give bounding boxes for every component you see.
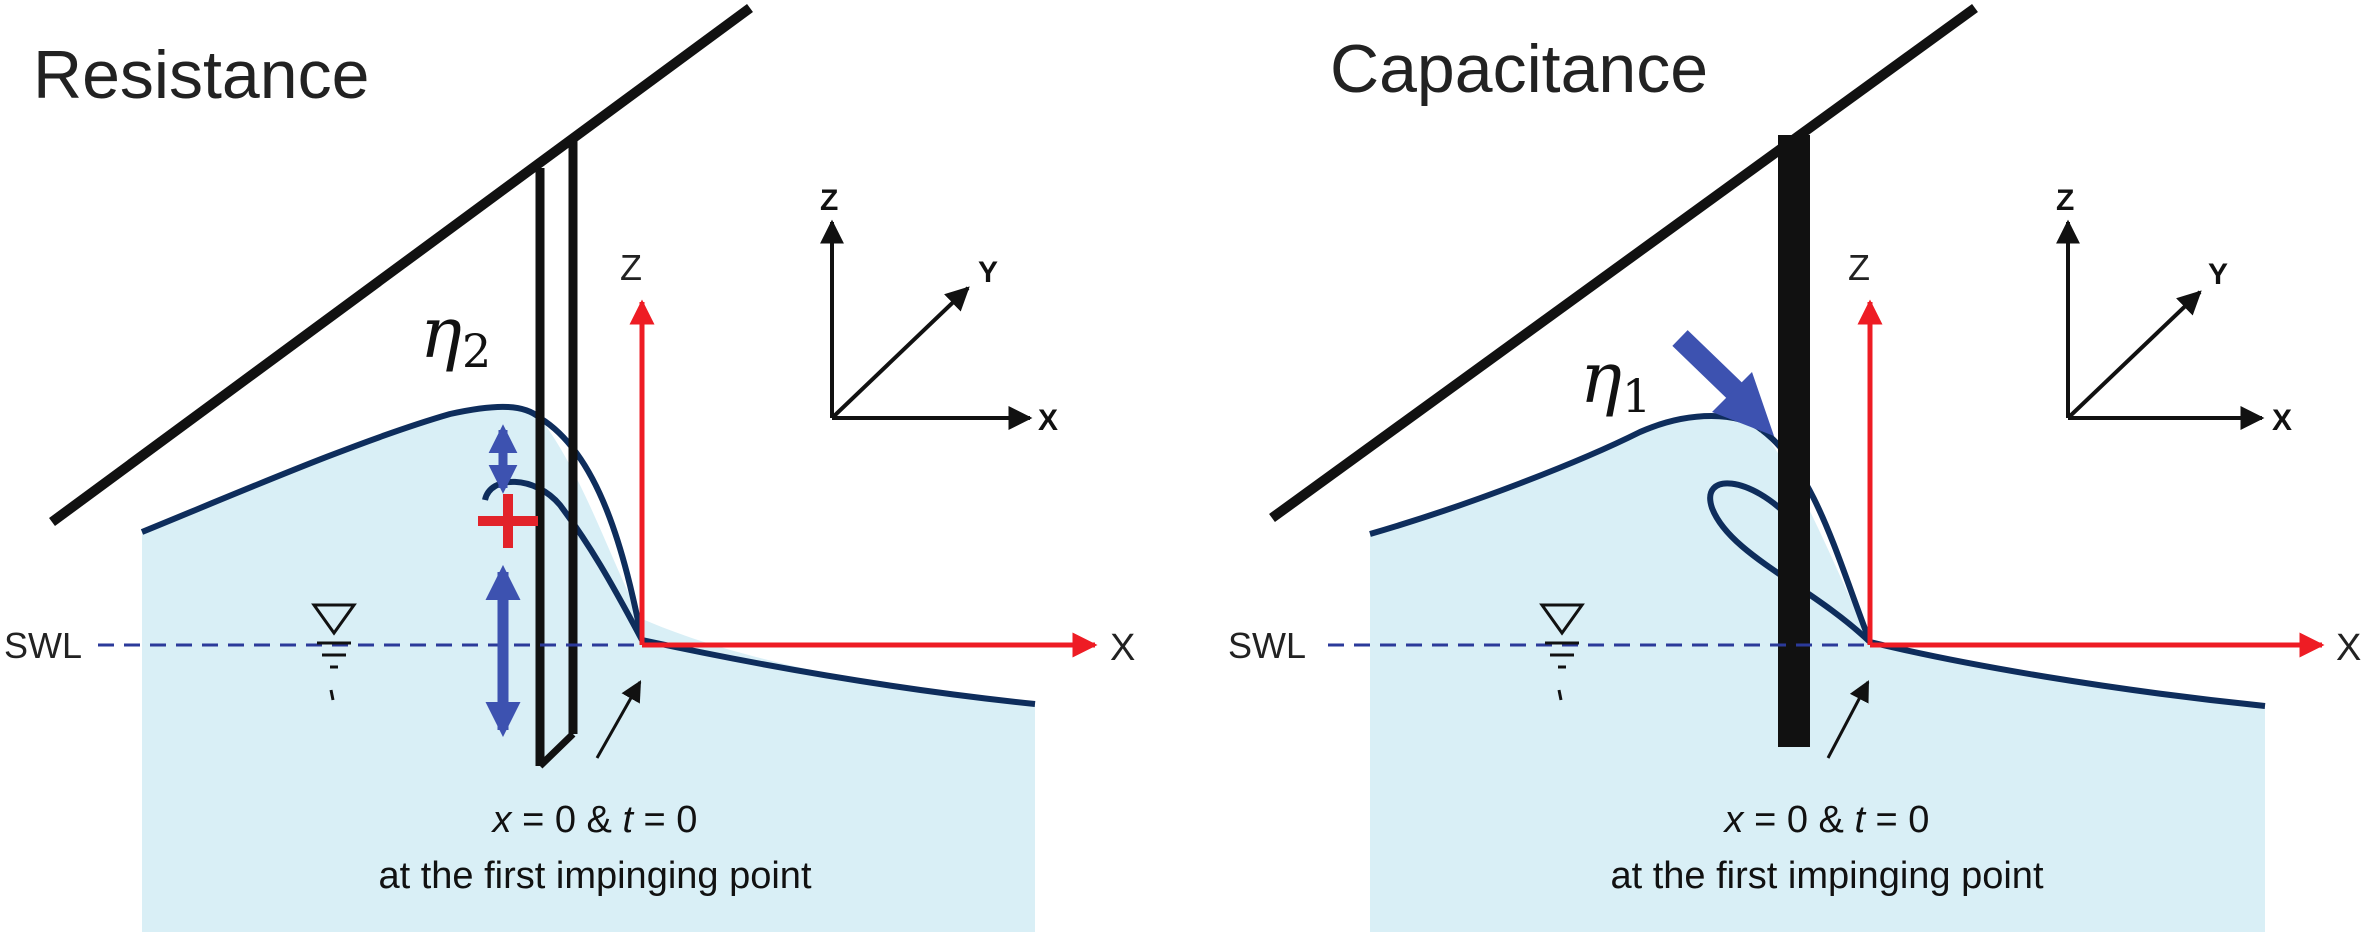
panel-title: Capacitance (1330, 31, 1708, 107)
inset-axes (820, 219, 1033, 430)
eta-label: η2 (420, 292, 491, 378)
x-axis-label: X (2336, 627, 2361, 669)
capacitance-gauge (1778, 135, 1810, 747)
inset-y-label: Y (978, 256, 998, 289)
origin-note-caption: at the first impinging point (378, 855, 811, 897)
swl-label: SWL (4, 625, 82, 666)
water-body (1370, 416, 2265, 932)
panel-title: Resistance (33, 37, 369, 113)
inset-z-label: Z (820, 184, 838, 217)
z-axis-label: Z (1848, 247, 1870, 288)
inset-y-axis-arrow (830, 286, 970, 420)
water-level-symbol (311, 603, 357, 701)
deck-slope (1269, 3, 1978, 523)
eta-label: η1 (1580, 337, 1651, 423)
panel-resistance: Resistance SWL Z X (4, 3, 1135, 932)
impinging-point-pointer (1826, 680, 1870, 759)
wave-crest-outer (538, 415, 645, 641)
water-body (142, 406, 1035, 932)
inset-x-label: X (2272, 404, 2292, 437)
swl-label: SWL (1228, 625, 1306, 666)
deck-slope (49, 3, 753, 527)
resistance-gauge (535, 140, 578, 769)
water-level-symbol (1539, 603, 1585, 701)
inset-z-label: Z (2056, 184, 2074, 217)
origin-note-formula: x = 0 & t = 0 (491, 799, 698, 841)
impinging-point-pointer (595, 680, 642, 759)
plus-icon (478, 494, 538, 548)
wave-tail (641, 637, 1036, 707)
x-axis-label: X (1110, 627, 1135, 669)
inset-axes (2056, 219, 2265, 430)
inset-y-axis-arrow (2066, 290, 2202, 420)
inset-y-label: Y (2208, 258, 2228, 291)
z-axis-label: Z (620, 247, 642, 288)
wave-tail (1869, 639, 2266, 709)
origin-note-caption: at the first impinging point (1610, 855, 2043, 897)
impact-arrow (1672, 330, 1774, 436)
origin-note-formula: x = 0 & t = 0 (1723, 799, 1930, 841)
wave-crest-inner (1707, 480, 1873, 645)
panel-capacitance: Capacitance SWL Z X (1228, 3, 2361, 932)
wave-surface (140, 403, 542, 535)
inset-x-label: X (1038, 404, 1058, 437)
